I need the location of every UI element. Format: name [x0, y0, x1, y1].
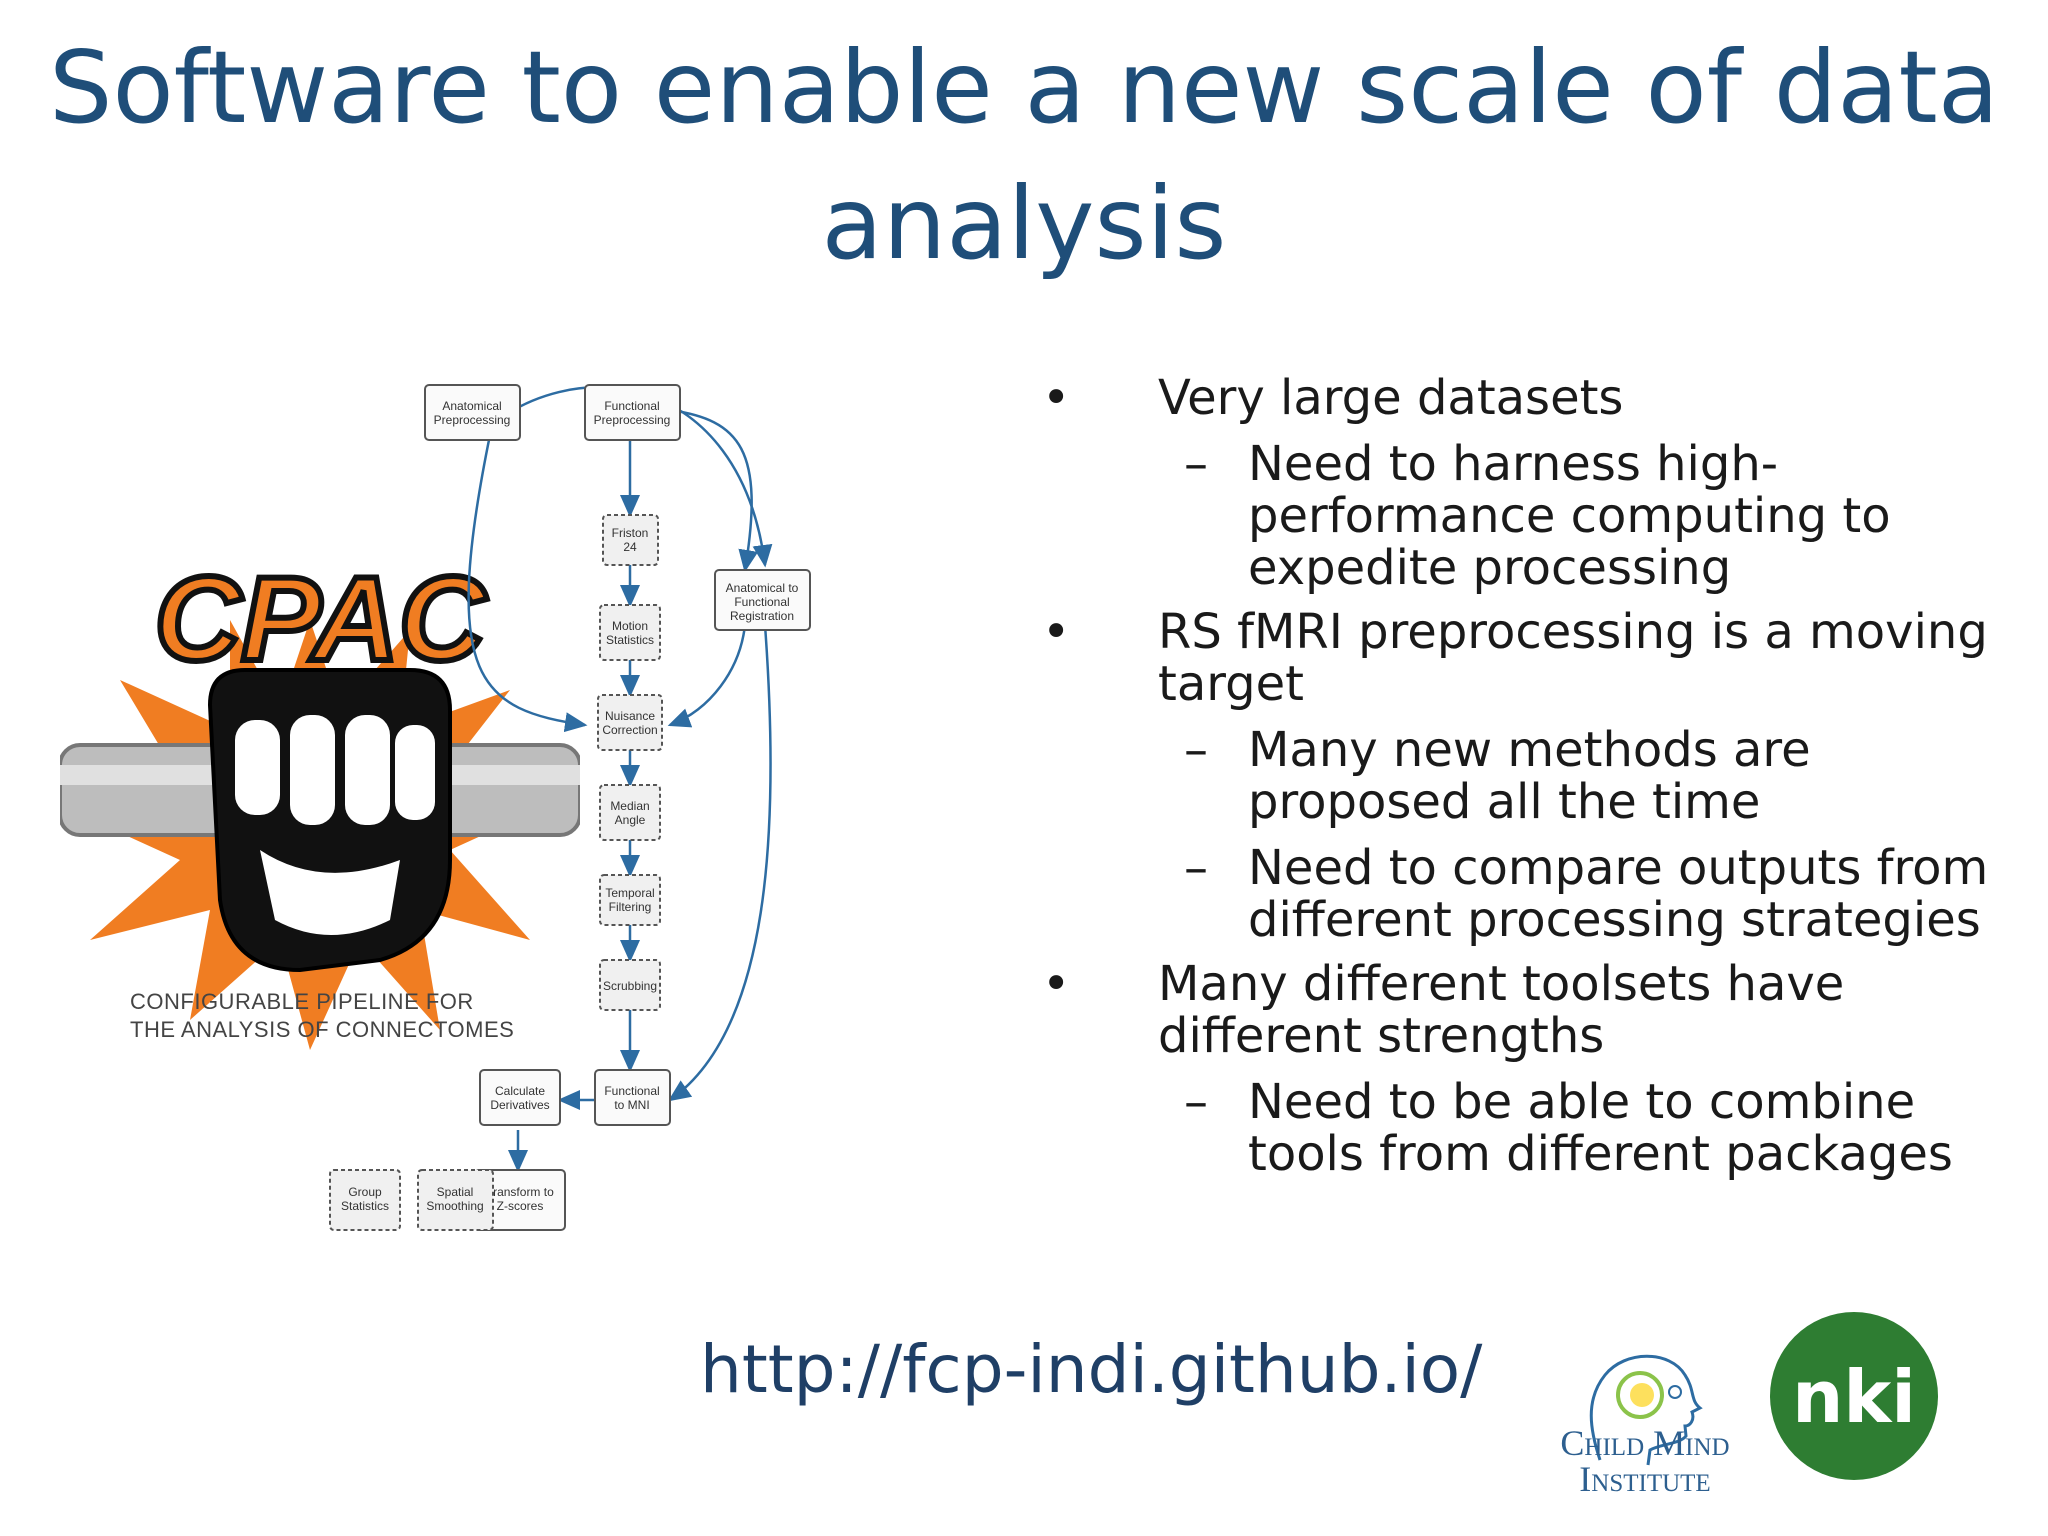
svg-text:24: 24: [623, 540, 637, 554]
cpac-wordmark: CPAC: [154, 560, 487, 686]
svg-text:Registration: Registration: [730, 609, 794, 623]
cpac-caption: Configurable Pipeline for the Analysis o…: [130, 989, 515, 1042]
svg-text:Calculate: Calculate: [495, 1084, 545, 1098]
svg-text:Statistics: Statistics: [341, 1199, 389, 1213]
bullet-item: • RS fMRI preprocessing is a moving targe…: [1042, 604, 2018, 712]
bullet-item: • Many different toolsets have different …: [1042, 956, 2018, 1064]
bullet-text: RS fMRI preprocessing is a moving target: [1158, 604, 1988, 712]
sub-bullet-item: –Need to compare outputs from different …: [1078, 842, 2018, 946]
svg-text:Statistics: Statistics: [606, 633, 654, 647]
svg-text:Angle: Angle: [615, 813, 646, 827]
svg-text:Functional: Functional: [604, 1084, 659, 1098]
cpac-logo: CPAC: [60, 560, 580, 1050]
svg-text:Preprocessing: Preprocessing: [434, 413, 511, 427]
child-mind-institute-wordmark: Child Mind Institute: [1560, 1423, 1730, 1499]
dash-marker: –: [1184, 1074, 1208, 1130]
dash-marker: –: [1184, 436, 1208, 492]
svg-text:Anatomical: Anatomical: [442, 399, 501, 413]
bullet-marker: •: [1042, 370, 1071, 426]
bullet-item: • Very large datasets: [1042, 370, 2018, 426]
bullet-marker: •: [1042, 956, 1071, 1012]
sub-bullet-item: –Many new methods are proposed all the t…: [1078, 724, 2018, 828]
svg-text:Smoothing: Smoothing: [426, 1199, 483, 1213]
svg-text:Temporal: Temporal: [605, 886, 654, 900]
bullet-text: Need to compare outputs from different p…: [1248, 840, 1989, 948]
svg-text:Transform to: Transform to: [486, 1185, 554, 1199]
sub-bullet-item: –Need to be able to combine tools from d…: [1078, 1076, 2018, 1180]
child-mind-institute-logo: [1589, 1354, 1703, 1466]
svg-text:Filtering: Filtering: [609, 900, 652, 914]
nki-logo: nki: [1770, 1312, 1938, 1480]
svg-text:Z-scores: Z-scores: [497, 1199, 544, 1213]
svg-text:Derivatives: Derivatives: [490, 1098, 549, 1112]
node-zscore: Transform toZ-scores: [474, 1169, 566, 1231]
svg-text:Motion: Motion: [612, 619, 648, 633]
bullet-text: Very large datasets: [1158, 370, 1624, 426]
svg-text:Scrubbing: Scrubbing: [603, 979, 657, 993]
svg-text:Nuisance: Nuisance: [605, 709, 655, 723]
bullet-marker: •: [1042, 604, 1071, 660]
svg-text:Correction: Correction: [602, 723, 657, 737]
dash-marker: –: [1184, 840, 1208, 896]
bullet-text: Many new methods are proposed all the ti…: [1248, 722, 1811, 830]
node-scrubbing: Scrubbing: [599, 959, 661, 1011]
project-url[interactable]: http://fcp-indi.github.io/: [700, 1331, 1483, 1408]
bullet-text: Need to be able to combine tools from di…: [1248, 1074, 1953, 1182]
dash-marker: –: [1184, 722, 1208, 778]
svg-text:Group: Group: [348, 1185, 382, 1199]
bullet-list: •Very large datasets–Need to harness hig…: [1042, 360, 2018, 1180]
svg-text:Friston: Friston: [612, 526, 649, 540]
svg-text:Median: Median: [610, 799, 649, 813]
nki-wordmark: nki: [1792, 1355, 1916, 1439]
svg-text:Anatomical to: Anatomical to: [726, 581, 799, 595]
svg-text:Preprocessing: Preprocessing: [594, 413, 671, 427]
svg-text:to MNI: to MNI: [614, 1098, 649, 1112]
bullet-text: Many different toolsets have different s…: [1158, 956, 1845, 1064]
bullet-text: Need to harness high-performance computi…: [1248, 436, 1891, 596]
svg-text:Functional: Functional: [604, 399, 659, 413]
svg-text:Functional: Functional: [734, 595, 789, 609]
svg-text:Spatial: Spatial: [437, 1185, 474, 1199]
sub-bullet-item: –Need to harness high-performance comput…: [1078, 438, 2018, 594]
slide-title: Software to enable a new scale of data a…: [49, 29, 1999, 282]
